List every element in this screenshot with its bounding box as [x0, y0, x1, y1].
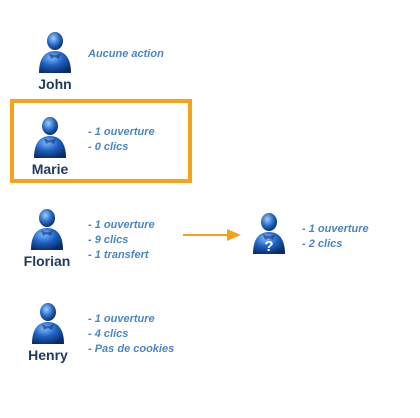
- person-stats: Aucune action: [88, 47, 164, 62]
- person-stats: - 1 ouverture - 9 clics - 1 transfert: [88, 218, 155, 263]
- stat-line: Aucune action: [88, 48, 164, 60]
- arrow-right-icon: [183, 228, 241, 247]
- stat-line: - Pas de cookies: [88, 343, 175, 355]
- unknown-symbol: ?: [264, 238, 273, 255]
- stat-line: - 0 clics: [88, 141, 129, 153]
- stat-line: - 1 ouverture: [88, 313, 155, 325]
- stat-line: - 4 clics: [88, 328, 129, 340]
- user-icon: [32, 115, 68, 159]
- user-icon: [37, 30, 73, 74]
- person-stats: - 1 ouverture - 0 clics: [88, 125, 155, 155]
- stat-line: - 1 ouverture: [302, 223, 369, 235]
- person-name: Florian: [23, 253, 71, 269]
- stat-line: - 1 ouverture: [88, 126, 155, 138]
- person-name: Marie: [31, 161, 69, 177]
- unknown-user-icon: ?: [251, 211, 287, 255]
- stat-line: - 2 clics: [302, 238, 343, 250]
- person-name: John: [38, 76, 72, 92]
- stat-line: - 1 ouverture: [88, 219, 155, 231]
- highlight-box: [10, 99, 192, 183]
- user-icon: [29, 207, 65, 251]
- unknown-stats: - 1 ouverture - 2 clics: [302, 222, 369, 252]
- person-name: Henry: [28, 347, 68, 363]
- person-stats: - 1 ouverture - 4 clics - Pas de cookies: [88, 312, 174, 357]
- stat-line: - 9 clics: [88, 234, 129, 246]
- stat-line: - 1 transfert: [88, 249, 149, 261]
- user-icon: [30, 301, 66, 345]
